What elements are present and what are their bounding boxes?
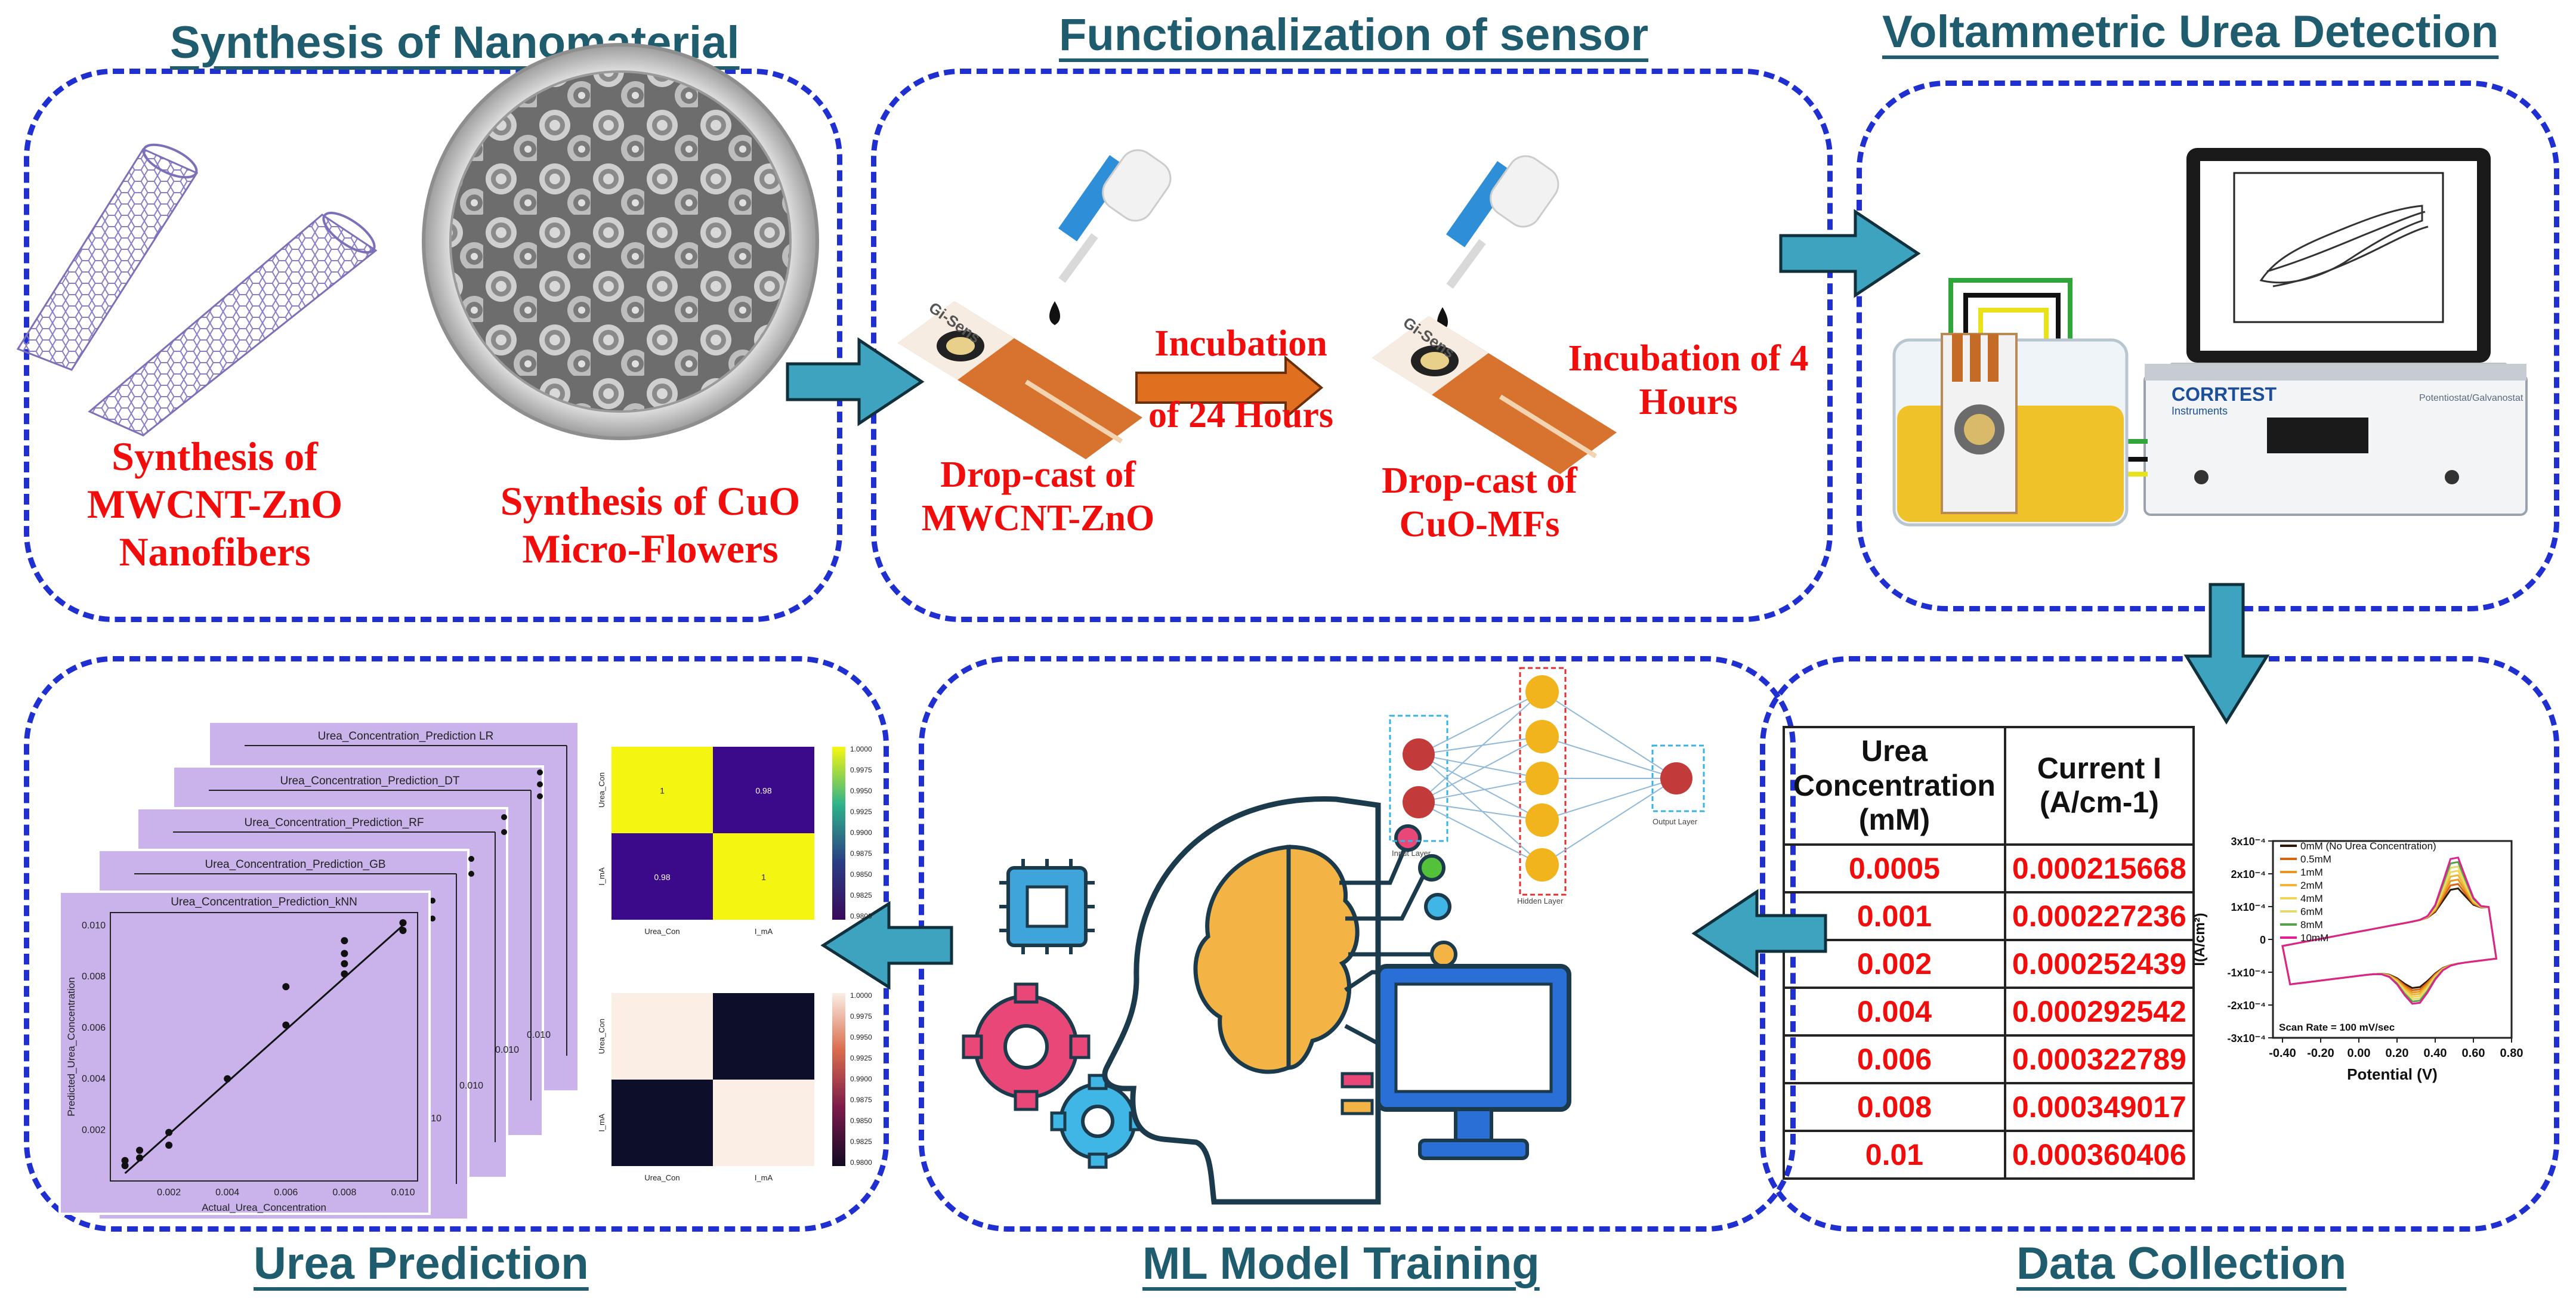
data-collection-table: Urea Concentration (mM) Current I (A/cm-… [1783,726,2195,1180]
title-urea-prediction: Urea Prediction [254,1238,589,1289]
nn-hidden-label: Hidden Layer [1517,896,1564,905]
table-cell: 0.000227236 [2003,891,2195,941]
nn-output-label: Output Layer [1653,817,1698,826]
nn-input-label: Input Layer [1392,849,1431,858]
table-cell: 0.000292542 [2003,986,2195,1037]
incubation-24h-line1: Incubation [1154,323,1327,364]
panel-ml-training [919,656,1796,1232]
table-cell: 0.004 [1783,986,2006,1037]
table-header: Urea Concentration (mM) [1783,726,2006,846]
mwcnt-synthesis-label: Synthesis of MWCNT-ZnO Nanofibers [87,434,343,575]
table-cell: 0.000349017 [2003,1081,2195,1132]
incubation-4h-label: Incubation of 4 Hours [1568,338,1809,423]
table-cell: 0.0005 [1783,843,2006,893]
title-ml-training: ML Model Training [1142,1238,1540,1289]
title-synthesis: Synthesis of Nanomaterial [170,17,740,68]
title-voltammetric: Voltammetric Urea Detection [1882,7,2499,57]
table-cell: 0.002 [1783,938,2006,989]
table-header: Current I (A/cm-1) [2003,726,2195,846]
title-data-collection: Data Collection [2016,1238,2347,1289]
incubation-24h-line2: of 24 Hours [1148,395,1333,435]
panel-urea-prediction [24,656,889,1232]
dropcast-mwcnt-label: Drop-cast of MWCNT-ZnO [921,454,1155,539]
table-cell: 0.000360406 [2003,1129,2195,1180]
table-cell: 0.000215668 [2003,843,2195,893]
table-cell: 0.006 [1783,1034,2006,1084]
table-cell: 0.01 [1783,1129,2006,1180]
cuo-synthesis-label: Synthesis of CuO Micro-Flowers [500,478,801,572]
title-functionalization: Functionalization of sensor [1059,10,1649,60]
panel-voltammetric [1857,81,2559,611]
table-cell: 0.001 [1783,891,2006,941]
table-cell: 0.000252439 [2003,938,2195,989]
table-cell: 0.008 [1783,1081,2006,1132]
dropcast-cuo-label: Drop-cast of CuO-MFs [1382,460,1577,545]
table-cell: 0.000322789 [2003,1034,2195,1084]
